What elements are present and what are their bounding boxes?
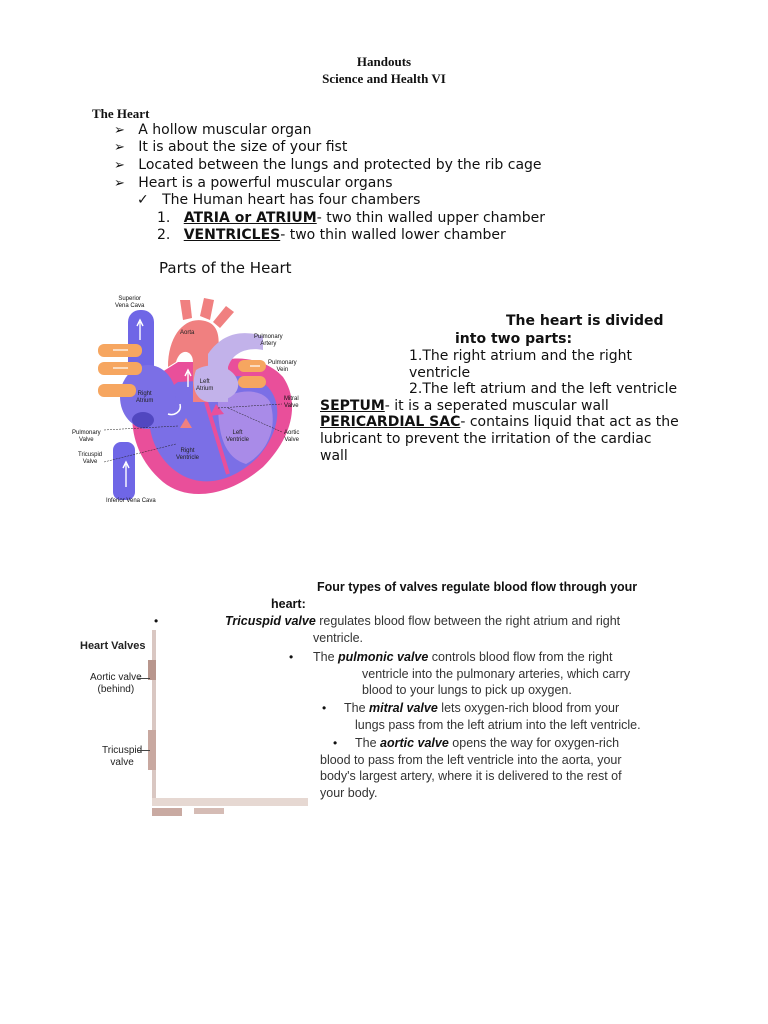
bullet-item: ➢ It is about the size of your fist [114,139,348,155]
section-title-the-heart: The Heart [92,106,150,121]
bullet-item: ➢ Heart is a powerful muscular organs [114,175,393,191]
bullet-item: ➢ Located between the lungs and protecte… [114,157,542,173]
handout-subtitle: Science and Health VI [322,71,446,86]
part-1-line-2: ventricle [409,365,471,381]
arrow-bullet-icon: ➢ [114,140,125,155]
pulmonic-line-1: The pulmonic valve controls blood flow f… [313,650,613,664]
parts-of-heart-title: Parts of the Heart [159,259,292,277]
heart-valves-image: Heart Valves Aortic valve(behind) Tricus… [74,630,308,820]
bullet-dot-icon: • [154,614,159,628]
pericardial-line-1: PERICARDIAL SAC- contains liquid that ac… [320,414,679,430]
bullet-dot-icon: • [322,701,327,715]
valves-heading-line-2: heart: [271,597,306,611]
chamber-item: 1. ATRIA or ATRIUM- two thin walled uppe… [157,210,546,226]
checkmark-icon: ✓ [137,192,149,208]
part-2: 2.The left atrium and the left ventricle [409,381,678,397]
aortic-line-3: body's largest artery, where it is deliv… [320,769,622,783]
valves-heading-line-1: Four types of valves regulate blood flow… [317,580,638,594]
arrow-bullet-icon: ➢ [114,158,125,173]
chamber-item: 2. VENTRICLES- two thin walled lower cha… [157,227,506,243]
aortic-line-4: your body. [320,786,378,800]
tricuspid-line-1: Tricuspid valve regulates blood flow bet… [225,614,621,628]
pulmonic-line-2: ventricle into the pulmonary arteries, w… [362,667,631,681]
tricuspid-line-2: ventricle. [313,631,364,645]
aortic-line-1: The aortic valve opens the way for oxyge… [355,736,620,750]
part-1-line-1: 1.The right atrium and the right [409,348,632,364]
arrow-bullet-icon: ➢ [114,176,125,191]
septum-line: SEPTUM- it is a seperated muscular wall [320,398,609,414]
bullet-item: ➢ A hollow muscular organ [114,122,312,138]
check-item: ✓ The Human heart has four chambers [137,192,421,208]
aortic-line-2: blood to pass from the left ventricle in… [320,753,622,767]
divided-line-2: into two parts: [455,331,573,347]
heart-diagram-svg [68,292,308,507]
handout-title: Handouts [356,54,412,69]
pulmonic-line-3: blood to your lungs to pick up oxygen. [362,683,572,697]
heart-valves-title: Heart Valves [80,640,146,652]
mitral-line-1: The mitral valve lets oxygen-rich blood … [344,701,620,715]
mitral-line-2: lungs pass from the left atrium into the… [355,718,641,732]
divided-line-1: The heart is divided [506,313,664,329]
label-aorta: Aorta [180,330,195,336]
bullet-dot-icon: • [289,650,294,664]
arrow-bullet-icon: ➢ [114,123,125,138]
bullet-dot-icon: • [333,736,338,750]
pericardial-line-3: wall [320,448,348,464]
label-inferior-vena-cava: Inferior Vena Cava [106,498,156,504]
pericardial-line-2: lubricant to prevent the irritation of t… [320,431,652,447]
aortic-valve-image-label: Aortic valve(behind) [90,672,142,695]
